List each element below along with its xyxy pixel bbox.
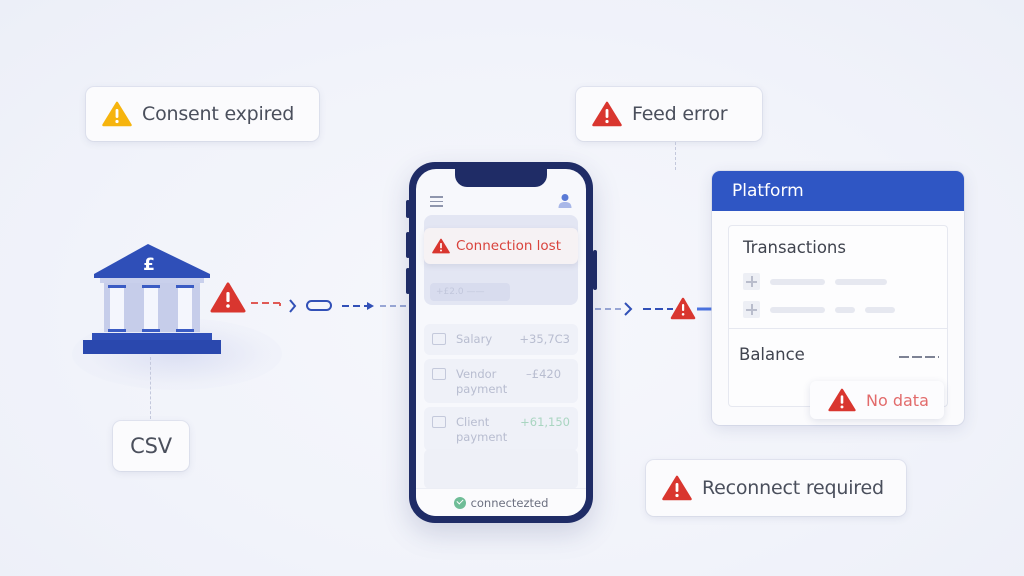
phone-volume-down (406, 268, 410, 294)
phone-mockup: Connection lost +£2.0 —— Salary +35,7C3 … (409, 162, 593, 523)
error-triangle-icon (828, 388, 856, 412)
svg-text:£: £ (143, 255, 155, 275)
balance-label: Balance (739, 345, 805, 364)
transaction-label: Vendor payment (456, 367, 508, 396)
bank-error-triangle-icon (210, 282, 246, 313)
transaction-placeholder-row (743, 301, 895, 318)
phone-power-button (593, 250, 597, 290)
balance-value-empty (899, 356, 939, 358)
add-icon[interactable] (743, 273, 760, 290)
transaction-row[interactable]: Client payment +61,150 (424, 407, 578, 451)
reconnect-required-label: Reconnect required (702, 477, 884, 499)
salary-icon (432, 333, 446, 345)
transaction-amount: –£420 (526, 367, 562, 381)
warning-triangle-icon (102, 101, 132, 127)
error-triangle-icon (592, 101, 622, 127)
transaction-label: Client payment (456, 415, 508, 444)
platform-title: Platform (712, 171, 964, 211)
transaction-amount: +35,7C3 (519, 332, 570, 346)
connection-lost-alert: Connection lost (424, 228, 578, 264)
feed-error-callout: Feed error (576, 87, 762, 141)
transactions-card: Transactions (728, 225, 948, 329)
error-triangle-icon (662, 475, 692, 501)
connection-status-bar: connectezted (416, 488, 586, 516)
transaction-row[interactable]: Vendor payment –£420 (424, 359, 578, 403)
vendor-payment-icon (432, 368, 446, 380)
client-payment-icon (432, 416, 446, 428)
balance-card: Balance (728, 328, 948, 380)
feed-error-label: Feed error (632, 103, 728, 125)
blurred-amount-pill: +£2.0 —— (430, 283, 510, 301)
phone-notch (455, 169, 547, 187)
hamburger-menu-icon[interactable] (430, 196, 443, 210)
transaction-row[interactable]: Salary +35,7C3 (424, 324, 578, 355)
reconnect-required-callout: Reconnect required (646, 460, 906, 516)
phone-side-button (406, 200, 410, 218)
phone-volume-up (406, 232, 410, 258)
bank-icon: £ (83, 244, 221, 354)
consent-expired-label: Consent expired (142, 103, 295, 125)
add-icon[interactable] (743, 301, 760, 318)
error-triangle-icon (432, 238, 450, 254)
transactions-title: Transactions (743, 238, 846, 257)
feed-error-connector (675, 142, 676, 170)
csv-box: CSV (113, 421, 189, 471)
transaction-placeholder-row (743, 273, 887, 290)
feed-error-triangle-icon (670, 297, 696, 320)
phone-platform-connector (595, 297, 713, 320)
transaction-amount: +61,150 (520, 415, 570, 429)
blurred-placeholder (424, 449, 578, 489)
transaction-label: Salary (456, 332, 493, 346)
check-circle-icon (453, 496, 466, 509)
csv-label: CSV (130, 434, 172, 458)
connection-lost-label: Connection lost (456, 238, 562, 254)
no-data-badge: No data (810, 381, 944, 419)
phone-screen: Connection lost +£2.0 —— Salary +35,7C3 … (416, 169, 586, 516)
connection-status-label: connectezted (470, 495, 549, 510)
bank-phone-connector (210, 282, 408, 313)
consent-expired-callout: Consent expired (86, 87, 319, 141)
user-profile-icon[interactable] (558, 193, 572, 209)
bank-csv-connector (150, 357, 151, 419)
no-data-label: No data (866, 390, 929, 410)
